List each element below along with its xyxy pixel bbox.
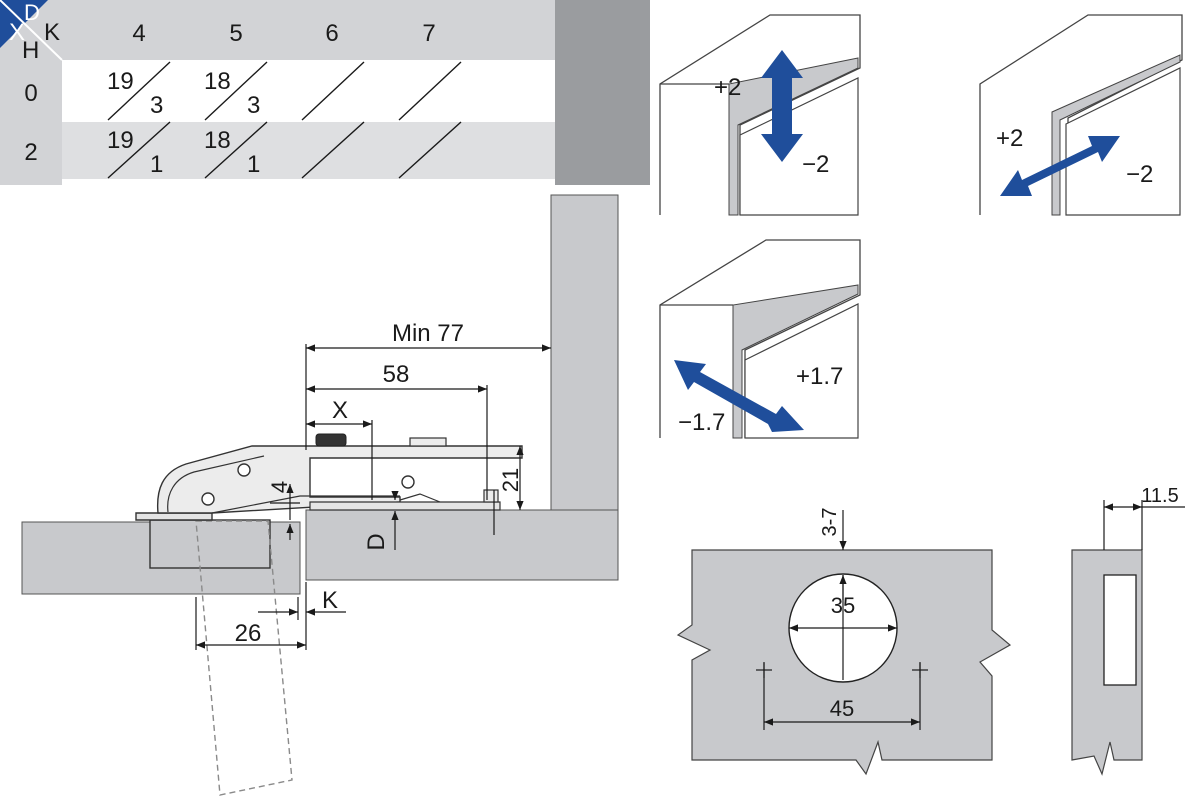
dimension-11-5-label: 11.5	[1141, 485, 1178, 507]
hinge-cup	[149, 519, 271, 569]
dimension-35-label: 35	[831, 593, 855, 618]
corner-k-label: K	[44, 19, 60, 46]
cell-top: 19	[107, 127, 134, 154]
dimension-d-label: D	[363, 533, 390, 550]
cell-bottom: 3	[247, 92, 260, 119]
column-header: 5	[229, 20, 242, 47]
dimension-k-label: K	[322, 587, 338, 614]
cell-bottom: 1	[247, 151, 260, 178]
dimension-4-label: 4	[267, 481, 292, 493]
dimension-min-label: Min 77	[392, 320, 464, 347]
pivot-circle	[401, 475, 415, 489]
depth-plus-label: +1.7	[796, 363, 843, 390]
pivot-circle	[237, 463, 251, 477]
side-plus-label: +2	[996, 125, 1023, 152]
column-header: 6	[325, 20, 338, 47]
cell-top: 19	[107, 68, 134, 95]
side-arrow	[1000, 136, 1120, 196]
vertical-adjustment-view: +2 −2	[659, 14, 861, 216]
table-row-white	[62, 60, 555, 122]
vertical-plus-label: +2	[714, 74, 741, 101]
table-header-band	[0, 0, 555, 60]
corner-d-label: D	[24, 0, 40, 25]
dimension-26-label: 26	[235, 620, 262, 647]
depth-arrow	[674, 360, 804, 432]
depth-minus-label: −1.7	[678, 409, 725, 436]
side-minus-label: −2	[1126, 161, 1153, 188]
cell-top: 18	[204, 68, 231, 95]
adjustment-screw	[315, 433, 347, 447]
corner-x-label: X	[9, 19, 25, 46]
dimension-58-label: 58	[383, 361, 410, 388]
row-header: 2	[24, 139, 37, 166]
drilling-section: 11.5	[1071, 485, 1185, 776]
hinge-arm	[156, 445, 523, 514]
side-adjustment-view: +2 −2	[979, 14, 1183, 216]
vertical-arrow	[761, 50, 803, 162]
dimension-21-label: 21	[498, 468, 523, 492]
table-row-grey	[62, 122, 555, 179]
hinge-section: Min 77 58 X 4 21 D K 26	[21, 194, 619, 796]
cell-bottom: 3	[150, 92, 163, 119]
hinge-cup-flange	[135, 512, 213, 521]
row-header: 0	[24, 80, 37, 107]
drilling-plan: 35 45 3-7	[676, 508, 1012, 776]
cell-bottom: 1	[150, 151, 163, 178]
depth-adjustment-view: +1.7 −1.7	[659, 239, 861, 439]
mounting-plate	[309, 501, 501, 511]
dimension-x-label: X	[332, 397, 348, 424]
cabinet-bottom-panel	[305, 509, 619, 581]
pivot-circle	[201, 492, 215, 506]
column-header: 4	[132, 20, 145, 47]
corner-h-label: H	[22, 37, 39, 64]
cell-top: 18	[204, 127, 231, 154]
dimension-3-7-label: 3-7	[819, 508, 841, 537]
column-header: 7	[422, 20, 435, 47]
cell-diagonals	[107, 61, 462, 179]
door-phantom	[195, 520, 293, 796]
adjustment-table: X D K H 4 5 6 7 0 2 19 3 18 3 19 1 18	[0, 0, 650, 185]
vertical-minus-label: −2	[802, 151, 829, 178]
cup-bore	[1103, 574, 1137, 686]
dimension-45-label: 45	[830, 696, 854, 721]
